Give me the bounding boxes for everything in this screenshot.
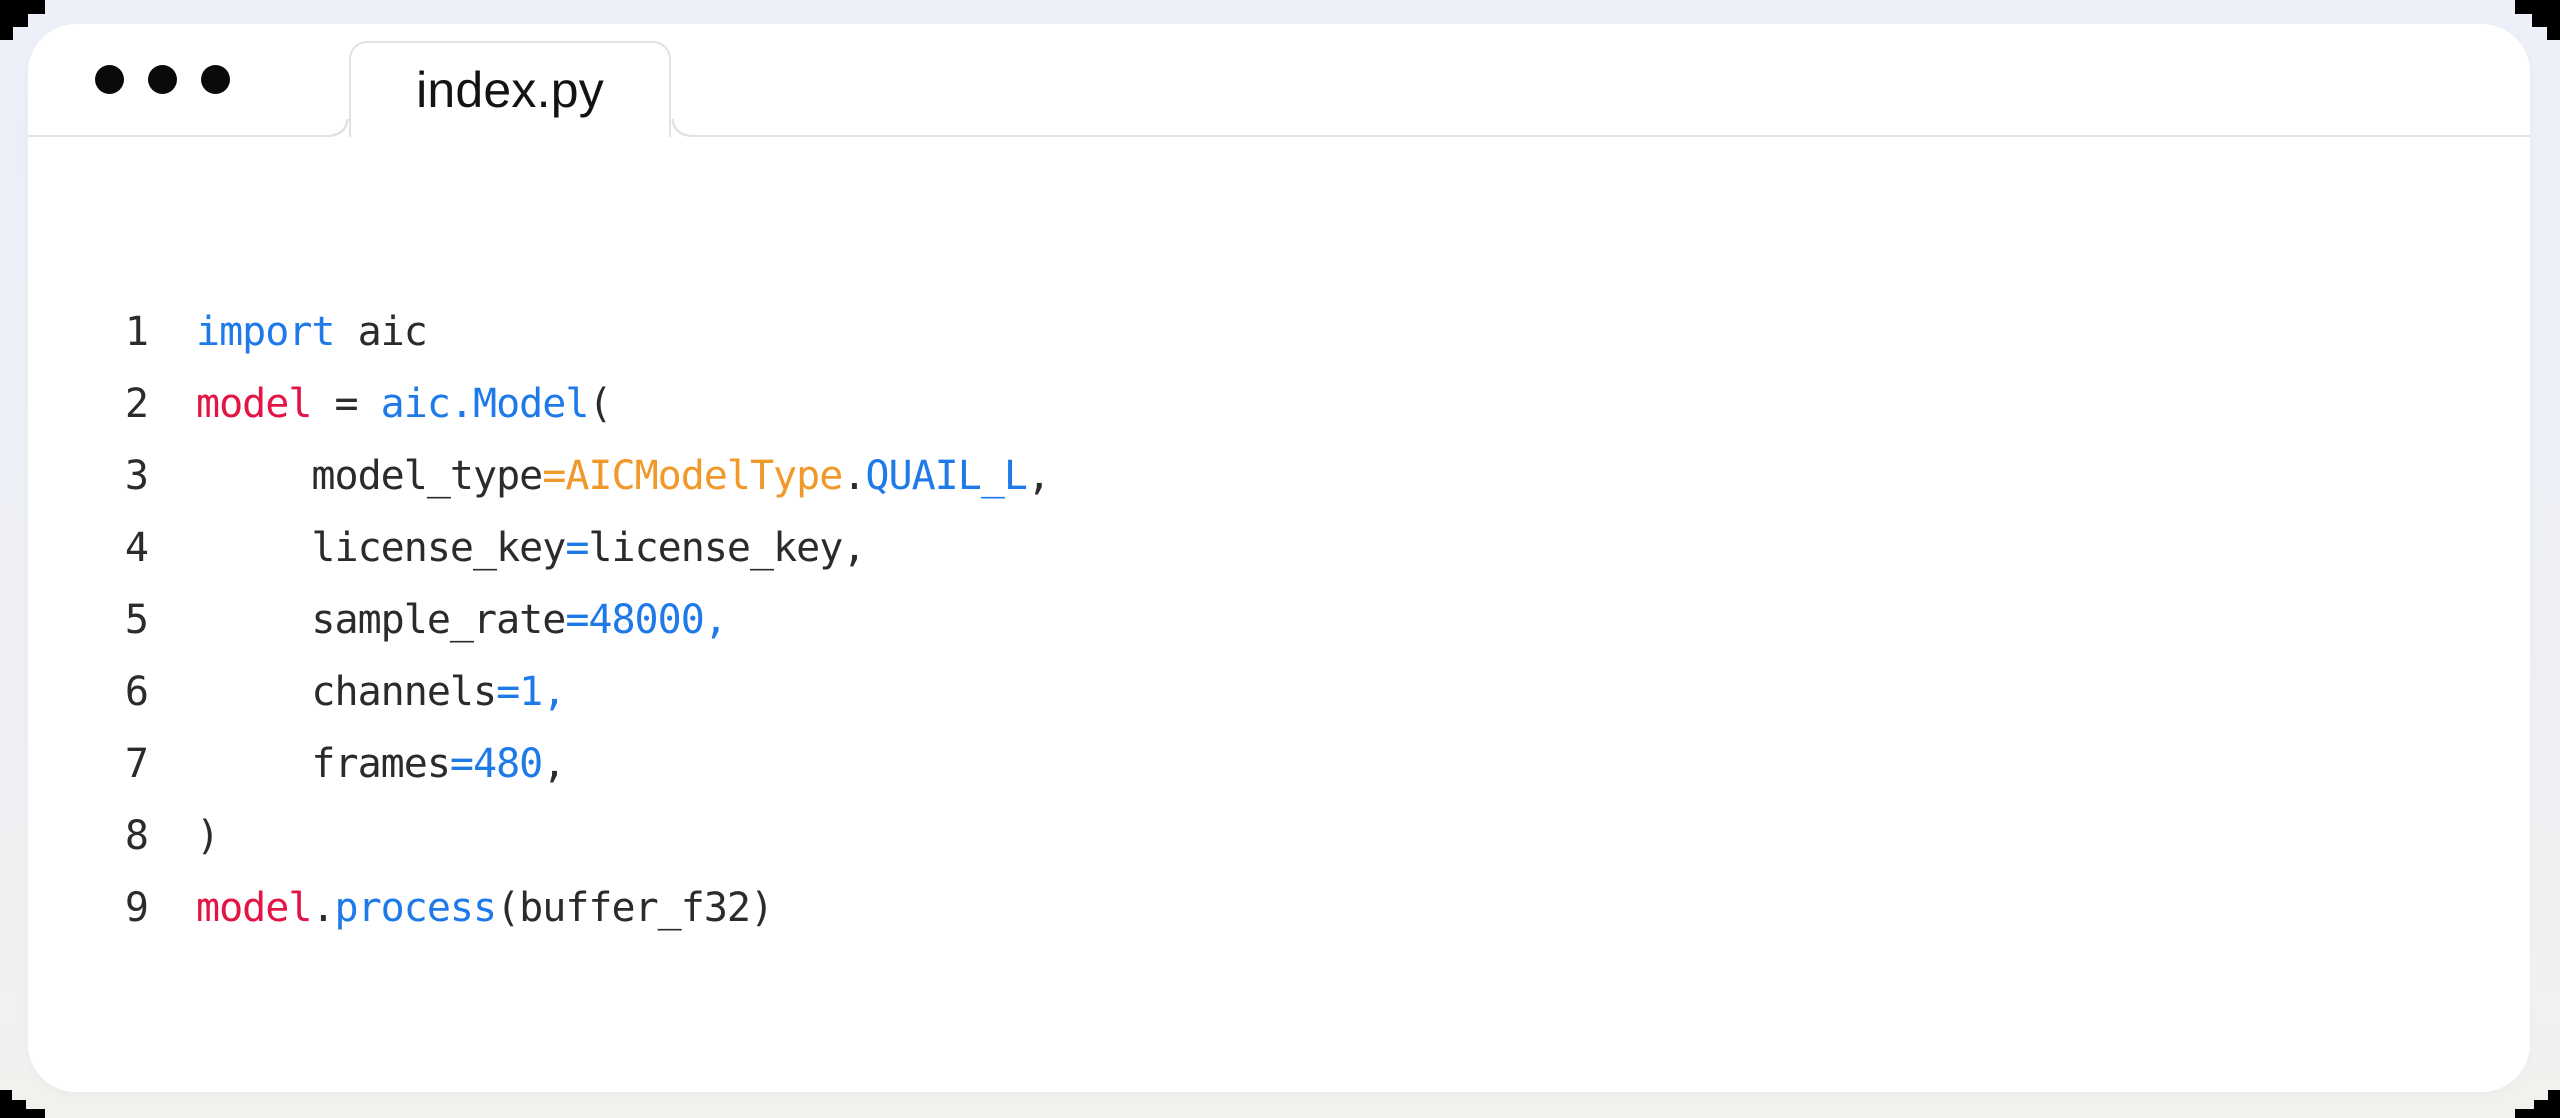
code-line[interactable]: 2 model = aic.Model(: [98, 368, 2530, 440]
code-token: model_type: [196, 453, 543, 499]
code-line[interactable]: 9 model.process(buffer_f32): [98, 872, 2530, 944]
code-token: ,: [1026, 453, 1051, 499]
code-line[interactable]: 6 channels=1,: [98, 656, 2530, 728]
code-token: license_key,: [588, 525, 866, 571]
line-number: 7: [124, 741, 149, 787]
line-number: 8: [124, 813, 149, 859]
window-controls: [28, 24, 349, 135]
tab-bar-empty-area: [671, 24, 2530, 135]
code-text: model = aic.Model(: [196, 381, 613, 427]
code-token: QUAIL_L: [865, 453, 1028, 499]
code-token: (: [588, 381, 612, 427]
code-token: import: [196, 309, 335, 355]
code-token: ,: [542, 741, 566, 787]
tab-bar: index.py: [28, 24, 2530, 137]
code-text: frames=480,: [196, 741, 566, 787]
code-token: frames: [196, 741, 450, 787]
tab-label: index.py: [416, 62, 604, 118]
code-text: sample_rate=48000,: [196, 597, 727, 643]
code-token: model: [196, 381, 312, 427]
line-number: 4: [124, 525, 149, 571]
code-token: .: [842, 453, 866, 499]
window-dot-icon[interactable]: [148, 65, 177, 94]
code-token: .: [311, 885, 335, 931]
code-text: model.process(buffer_f32): [196, 885, 774, 931]
code-token: ): [196, 813, 220, 859]
code-text: model_type=AICModelType.QUAIL_L,: [196, 453, 1051, 499]
code-line[interactable]: 1 import aic: [98, 296, 2530, 368]
code-text: license_key=license_key,: [196, 525, 866, 571]
code-token: =48000,: [565, 597, 728, 643]
code-line[interactable]: 8): [98, 800, 2530, 872]
code-line[interactable]: 7 frames=480,: [98, 728, 2530, 800]
code-line[interactable]: 4 license_key=license_key,: [98, 512, 2530, 584]
code-token: =: [565, 525, 589, 571]
line-number: 2: [124, 381, 149, 427]
line-number: 6: [124, 669, 149, 715]
code-token: aic.Model: [380, 381, 590, 427]
code-line[interactable]: 5 sample_rate=48000,: [98, 584, 2530, 656]
code-token: (buffer_f32): [496, 885, 774, 931]
tab-index-py[interactable]: index.py: [331, 41, 689, 137]
line-number: 5: [124, 597, 149, 643]
line-number: 9: [124, 885, 149, 931]
code-line[interactable]: 3 model_type=AICModelType.QUAIL_L,: [98, 440, 2530, 512]
line-number: 3: [124, 453, 149, 499]
code-token: channels: [196, 669, 497, 715]
window-dot-icon[interactable]: [95, 65, 124, 94]
code-token: =1,: [496, 669, 566, 715]
code-token: =: [311, 381, 381, 427]
code-text: channels=1,: [196, 669, 566, 715]
code-token: license_key: [196, 525, 566, 571]
window-dot-icon[interactable]: [201, 65, 230, 94]
code-token: aic: [334, 309, 428, 355]
line-number: 1: [124, 309, 149, 355]
code-token: sample_rate: [196, 597, 566, 643]
code-token: process: [334, 885, 498, 931]
code-token: model: [196, 885, 312, 931]
code-text: ): [196, 813, 220, 859]
code-token: =AICModelType: [542, 453, 843, 499]
code-text: import aic: [196, 309, 428, 355]
code-token: =480: [449, 741, 543, 787]
